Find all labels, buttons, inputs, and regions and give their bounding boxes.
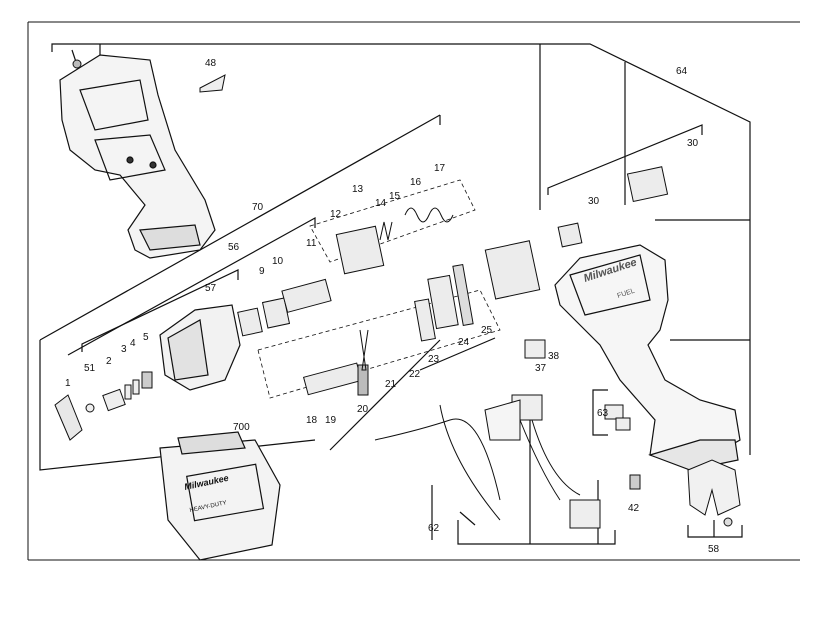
part-label: 37 [535, 363, 547, 374]
spring-parts [359, 207, 454, 371]
housing-main-right [554, 244, 741, 471]
part-label: 48 [205, 58, 217, 69]
part-label: 51 [84, 363, 96, 374]
part-label: 58 [708, 544, 720, 555]
part-label: 30 [687, 138, 699, 149]
part-label: 16 [410, 177, 422, 188]
part-label: 1 [65, 378, 71, 389]
anvil-hammer-parts [237, 166, 669, 396]
part-label: 3 [121, 344, 127, 355]
wire-harness [374, 404, 581, 521]
part-label: 25 [481, 325, 493, 336]
battery-latch [687, 459, 741, 516]
part-label: 56 [228, 242, 240, 253]
part-label: 21 [385, 379, 397, 390]
part-label: 700 [233, 422, 250, 433]
part-label: 14 [375, 198, 387, 209]
part-label: 17 [434, 163, 446, 174]
part-label: 70 [252, 202, 264, 213]
housing-half-left [59, 54, 216, 259]
part-label: 12 [330, 209, 342, 220]
small-parts [85, 371, 153, 413]
part-label: 38 [548, 351, 560, 362]
part-label: 4 [130, 338, 136, 349]
part-label: 18 [306, 415, 318, 426]
part-label: 20 [357, 404, 369, 415]
part-label: 10 [272, 256, 284, 267]
part-label: 24 [458, 337, 470, 348]
part-label: 5 [143, 332, 149, 343]
nose-cover-part [54, 394, 83, 441]
part-labels: 1 2 3 4 5 9 10 11 12 13 14 15 16 17 18 1… [65, 58, 720, 555]
part-label: 30 [588, 196, 600, 207]
part-label: 62 [428, 523, 440, 534]
part-label: 22 [409, 369, 421, 380]
part-label: 15 [389, 191, 401, 202]
switch-electronics [484, 339, 631, 529]
part-label: 64 [676, 66, 688, 77]
part-label: 23 [428, 354, 440, 365]
gear-housing [159, 304, 241, 391]
screw-part [72, 59, 82, 69]
part-label: 9 [259, 266, 265, 277]
part-label: 19 [325, 415, 337, 426]
part-42-shape [629, 474, 641, 490]
part-label: 11 [306, 238, 317, 249]
part-label: 63 [597, 408, 609, 419]
part-48-shape [199, 74, 226, 93]
part-label: 2 [106, 356, 112, 367]
part-label: 42 [628, 503, 640, 514]
carrying-case [159, 431, 281, 561]
part-label: 57 [205, 283, 217, 294]
nut-part [723, 517, 733, 527]
part-label: 13 [352, 184, 364, 195]
